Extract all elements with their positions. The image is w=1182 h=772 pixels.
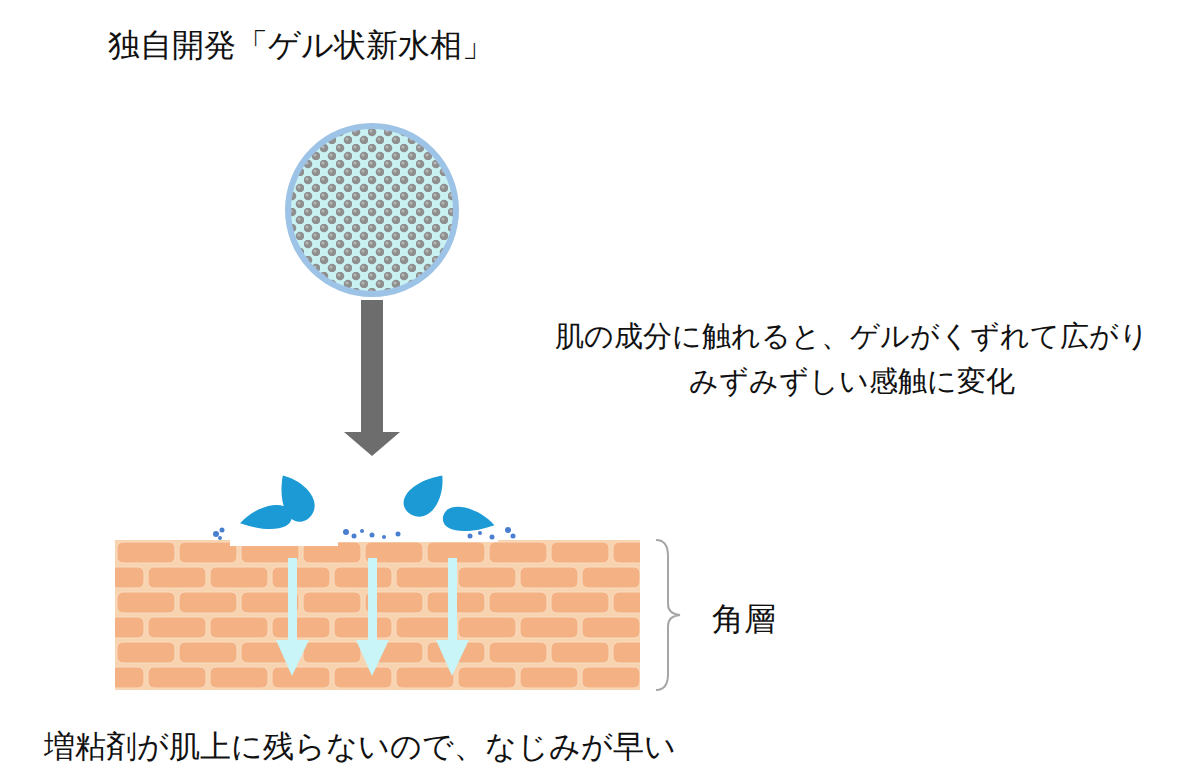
skin-cell (613, 542, 640, 563)
skin-cell (582, 617, 640, 638)
skin-cell (272, 617, 330, 638)
skin-cell (520, 617, 578, 638)
skin-cell (303, 642, 361, 663)
skin-cell (489, 642, 547, 663)
skin-cell (458, 567, 516, 588)
skin-cell (117, 542, 175, 563)
skin-cell (210, 667, 268, 688)
skin-cell (303, 592, 361, 613)
skin-cell (115, 617, 144, 638)
layer-label: 角層 (712, 598, 776, 642)
skin-cell (115, 567, 144, 588)
skin-cell (334, 567, 392, 588)
annotation: 肌の成分に触れると、ゲルがくずれて広がり みずみずしい感触に変化 (542, 314, 1162, 404)
stratum-corneum (55, 540, 764, 690)
splash (213, 465, 516, 546)
skin-cell (551, 542, 609, 563)
skin-cell (396, 617, 454, 638)
penetration-arrows (276, 558, 469, 676)
skin-cell (117, 592, 175, 613)
skin-cell (115, 667, 144, 688)
skin-cell (148, 667, 206, 688)
skin-cell (179, 592, 237, 613)
skin-cell (458, 617, 516, 638)
skin-cell (148, 617, 206, 638)
skin-cell (520, 567, 578, 588)
skin-cell (489, 542, 547, 563)
title: 独自開発「ゲル状新水相」 (108, 24, 494, 68)
skin-cell (210, 617, 268, 638)
skin-cell (396, 567, 454, 588)
skin-cell (117, 642, 175, 663)
skin-cell (582, 567, 640, 588)
skin-cell (582, 667, 640, 688)
skin-cell (272, 567, 330, 588)
skin-cell (520, 667, 578, 688)
skin-cell (613, 642, 640, 663)
skin-cell (551, 642, 609, 663)
skin-cell (179, 642, 237, 663)
skin-cell (334, 667, 392, 688)
skin-cell (551, 592, 609, 613)
bracket (656, 540, 680, 690)
skin-cell (148, 567, 206, 588)
down-arrow (344, 300, 400, 456)
skin-cell (334, 617, 392, 638)
skin-cell (210, 567, 268, 588)
skin-cell (272, 667, 330, 688)
skin-cell (458, 667, 516, 688)
skin-cell (489, 592, 547, 613)
skin-cell (179, 542, 237, 563)
gel-particle (288, 126, 456, 294)
skin-cell (613, 592, 640, 613)
caption-note: 増粘剤が肌上に残らないので、なじみが早い (44, 726, 676, 768)
skin-cell (396, 667, 454, 688)
